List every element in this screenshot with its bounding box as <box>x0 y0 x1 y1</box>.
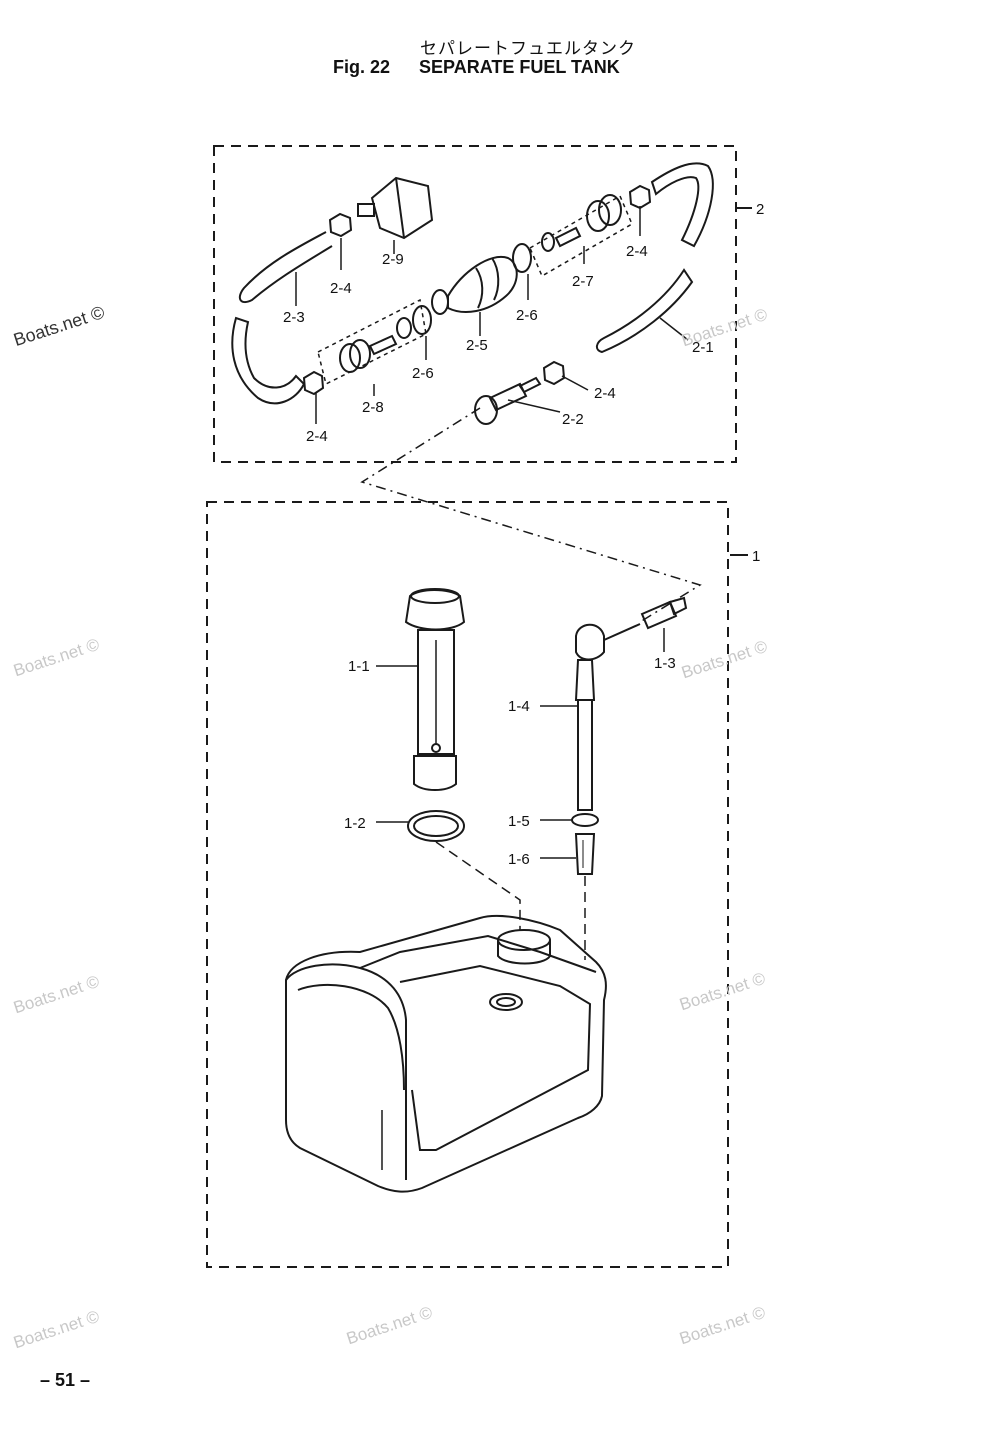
clamp-part-2-4-c <box>542 360 589 391</box>
callout-2-1: 2-1 <box>692 339 714 356</box>
page-number: – 51 – <box>40 1370 91 1390</box>
callout-2-4: 2-4 <box>330 280 352 297</box>
callout-2-7: 2-7 <box>572 273 594 290</box>
assembly-line-gauge <box>435 841 521 930</box>
coupler-part-1-3 <box>640 596 688 652</box>
figure-title: Fig. 22 SEPARATE FUEL TANK <box>333 57 620 78</box>
callout-2-4: 2-4 <box>306 428 328 445</box>
group-2-label: 2 <box>756 201 764 218</box>
o-ring-part-1-2 <box>376 810 465 842</box>
callout-1-5: 1-5 <box>508 813 530 830</box>
callout-1-4: 1-4 <box>508 698 530 715</box>
callout-2-9: 2-9 <box>382 251 404 268</box>
clamp-part-2-4-b <box>628 184 652 236</box>
strainer-part-1-6 <box>540 833 596 875</box>
callout-2-6: 2-6 <box>412 365 434 382</box>
callout-1-6: 1-6 <box>508 851 530 868</box>
group-1-label: 1 <box>752 548 760 565</box>
callout-2-6: 2-6 <box>516 307 538 324</box>
callout-2-8: 2-8 <box>362 399 384 416</box>
fuel-tank <box>285 914 607 1193</box>
callout-2-2: 2-2 <box>562 411 584 428</box>
washer-part-2-6-a <box>512 243 532 300</box>
group-2-box <box>213 145 737 463</box>
callout-2-5: 2-5 <box>466 337 488 354</box>
group-1-box <box>206 501 729 1268</box>
clamp-part-2-4-a <box>328 212 353 270</box>
clamp-part-2-4-d <box>302 370 325 424</box>
callout-1-3: 1-3 <box>654 655 676 672</box>
fuel-gauge-part-1-1 <box>376 588 466 791</box>
hose-part-2-1 <box>596 162 714 354</box>
filter-part-2-8 <box>317 298 427 396</box>
o-ring-part-1-5 <box>540 813 599 827</box>
primer-bulb-part-2-5 <box>431 255 518 336</box>
connector-part-2-9 <box>357 176 434 254</box>
callout-1-2: 1-2 <box>344 815 366 832</box>
connection-line <box>360 407 702 623</box>
callout-2-3: 2-3 <box>283 309 305 326</box>
washer-part-2-6-b <box>412 305 432 360</box>
figure-number: Fig. 22 <box>333 57 391 77</box>
callout-2-4: 2-4 <box>626 243 648 260</box>
callout-2-4: 2-4 <box>594 385 616 402</box>
valve-part-2-7 <box>529 194 633 278</box>
figure-title-english: SEPARATE FUEL TANK <box>419 57 620 77</box>
callout-1-1: 1-1 <box>348 658 370 675</box>
fitting-part-2-2 <box>474 376 561 425</box>
pickup-tube-part-1-4 <box>540 623 641 811</box>
figure-title-japanese: セパレートフュエルタンク <box>420 39 636 59</box>
